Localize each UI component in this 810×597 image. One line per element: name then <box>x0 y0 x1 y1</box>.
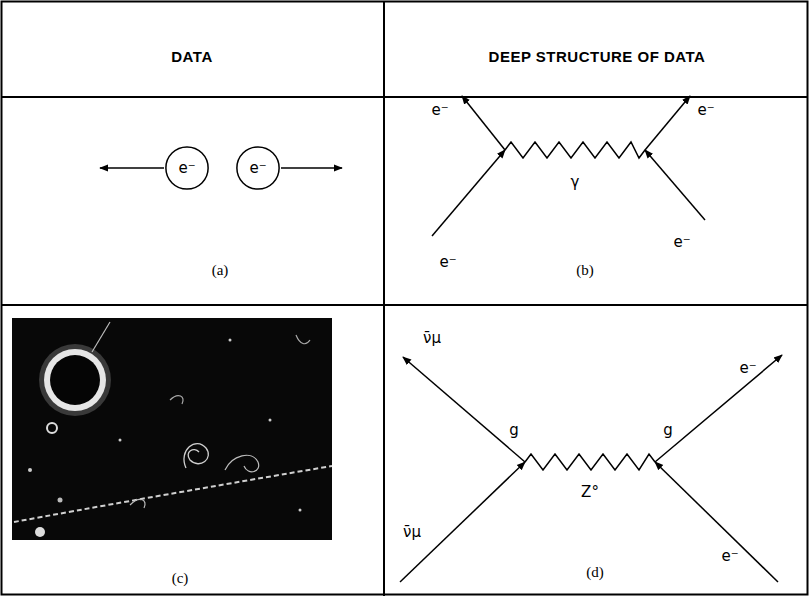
row-divider <box>1 304 808 306</box>
particle-label: e⁻ <box>697 101 714 119</box>
photon-propagator <box>505 142 645 158</box>
photo-halo <box>39 344 111 416</box>
photo-spiral <box>225 455 259 471</box>
photo-ring <box>44 349 106 411</box>
fermion-line <box>645 150 705 220</box>
photo-speck <box>58 498 63 503</box>
z-boson-propagator <box>525 454 655 470</box>
photo-ring-core <box>50 355 100 405</box>
photo-track <box>170 396 183 404</box>
coupling-label: g <box>663 421 673 439</box>
column-heading: DEEP STRUCTURE OF DATA <box>489 48 706 65</box>
motion-arrow <box>100 167 164 169</box>
particle-circle: e⁻ <box>236 146 280 190</box>
photo-spiral <box>184 444 208 468</box>
photo-track <box>296 335 310 344</box>
photo-speck <box>269 419 272 422</box>
bubble-chamber-photo <box>12 318 332 540</box>
circle-outline <box>166 147 208 189</box>
fermion-line <box>432 150 505 236</box>
photo-speck <box>229 339 232 342</box>
fermion-line <box>462 96 505 150</box>
photo-track <box>14 466 332 522</box>
panel-tag: (b) <box>576 262 594 279</box>
particle-label: e⁻ <box>439 253 456 271</box>
column-divider <box>383 1 385 596</box>
particle-label: e⁻ <box>721 547 738 565</box>
particle-circle: e⁻ <box>165 146 209 190</box>
row-divider <box>1 96 808 98</box>
fermion-line <box>655 355 782 462</box>
coupling-label: g <box>509 421 519 439</box>
particle-label: e⁻ <box>739 359 756 377</box>
photo-speck <box>119 439 122 442</box>
particle-symbol: e⁻ <box>249 159 266 177</box>
particle-label: γ <box>571 173 580 191</box>
panel-tag: (a) <box>212 262 229 279</box>
panel-tag: (d) <box>586 564 604 581</box>
photo-track <box>130 499 145 508</box>
fermion-line <box>403 357 525 462</box>
motion-arrow <box>281 167 342 169</box>
particle-symbol: e⁻ <box>178 159 195 177</box>
particle-label: ν̄μ <box>423 329 441 347</box>
photo-speck <box>299 509 302 512</box>
column-heading: DATA <box>171 48 212 65</box>
particle-label: e⁻ <box>673 233 690 251</box>
fermion-line <box>400 462 525 582</box>
photo-bubble <box>47 423 57 433</box>
photo-speck <box>28 468 32 472</box>
particle-label: e⁻ <box>431 101 448 119</box>
photo-speck <box>35 527 45 537</box>
particle-label: ν̄μ <box>403 523 421 541</box>
photo-track <box>92 322 110 352</box>
fermion-line <box>655 462 778 582</box>
circle-outline <box>237 147 279 189</box>
particle-label: Z° <box>581 483 599 501</box>
panel-tag: (c) <box>172 570 189 587</box>
photo-ground <box>12 318 332 540</box>
fermion-line <box>645 96 690 150</box>
